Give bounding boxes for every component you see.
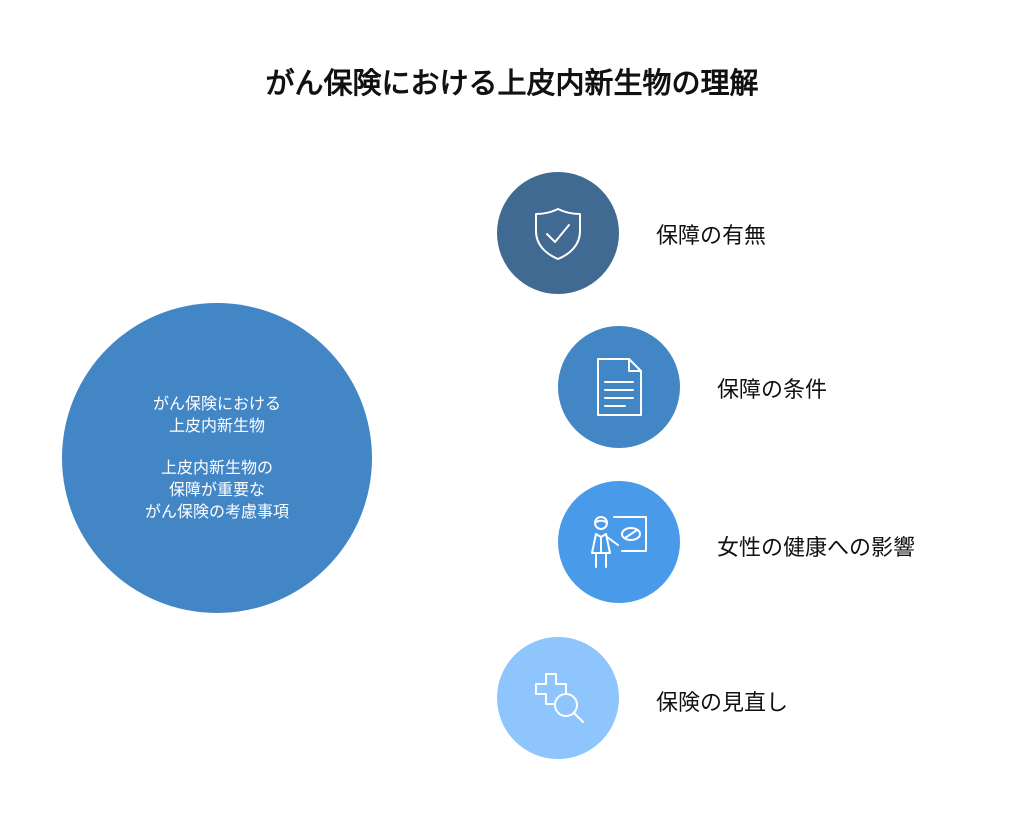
- document-icon: [597, 358, 642, 416]
- node-coverage-existence: [497, 172, 619, 294]
- medical-search-icon: [535, 673, 584, 723]
- doctor-presentation-icon: [591, 516, 647, 568]
- center-line: がん保険の考慮事項: [144, 502, 289, 521]
- node-label: 保険の見直し: [656, 691, 789, 716]
- page-title: がん保険における上皮内新生物の理解: [265, 66, 759, 100]
- node-insurance-review: [497, 637, 619, 759]
- center-line: がん保険における: [152, 394, 281, 413]
- node-label: 保障の条件: [717, 378, 828, 403]
- node-womens-health: [558, 481, 680, 603]
- node-coverage-conditions: [558, 326, 680, 448]
- center-line: 上皮内新生物: [168, 416, 265, 435]
- center-circle: がん保険における 上皮内新生物 上皮内新生物の 保障が重要な がん保険の考慮事項: [62, 303, 372, 613]
- node-label: 保障の有無: [656, 224, 767, 249]
- center-line: 上皮内新生物の: [160, 458, 273, 477]
- node-label: 女性の健康への影響: [717, 536, 916, 561]
- shield-check-icon: [535, 208, 581, 260]
- center-line: 保障が重要な: [168, 480, 265, 499]
